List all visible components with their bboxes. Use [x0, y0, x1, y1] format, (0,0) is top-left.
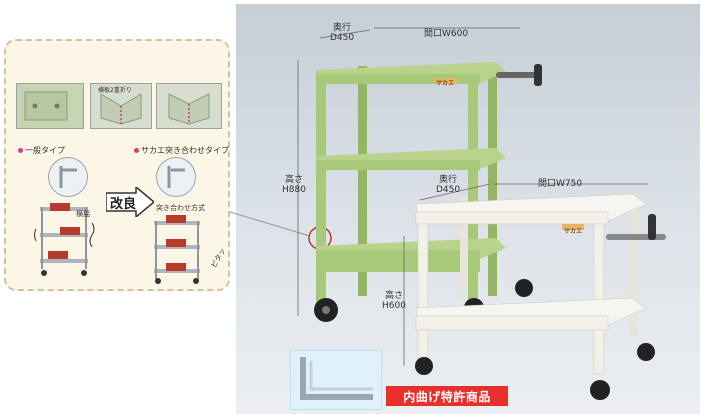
- improvement-label: 改良: [110, 197, 137, 212]
- zoom-joint-icon: [59, 166, 77, 188]
- white-depth-text: 奥行 D450: [436, 175, 461, 195]
- white-width: 間口W750: [538, 179, 583, 189]
- patent-badge: 内曲げ特許商品: [386, 386, 508, 406]
- zoom-joint-icon-b: [167, 166, 185, 188]
- white-height: 高さ H600: [382, 291, 406, 312]
- green-width: 間口W600: [424, 29, 469, 39]
- bullet-dot: [18, 148, 23, 153]
- green-height-text: 高さ H880: [282, 175, 306, 195]
- zoom-general: [48, 157, 88, 197]
- sway-label: 横揺: [76, 210, 90, 218]
- label-sakae-text: サカエ突き合わせタイプ: [141, 146, 229, 155]
- thumb-sakae-corner-b: [156, 83, 222, 129]
- zoom-sakae: [156, 157, 196, 197]
- inner-bend-detail: [290, 350, 382, 410]
- green-height: 高さ H880: [282, 175, 306, 196]
- white-height-text: 高さ H600: [382, 291, 406, 311]
- butt-method-label: 突き合わせ方式: [156, 204, 205, 212]
- inner-bend-icon: [291, 351, 381, 409]
- label-sakae: サカエ突き合わせタイプ: [134, 145, 229, 156]
- green-depth-text: 奥行 D450: [330, 23, 355, 43]
- white-dim-lines: [403, 183, 648, 366]
- butt-joint-icon-b: [157, 84, 221, 128]
- corner-detail-icon: [17, 84, 83, 128]
- thumb-sakae-corner-a: [90, 83, 152, 129]
- improvement-arrow-icon: [106, 187, 154, 217]
- bend-label: 横板2重折り: [98, 87, 132, 94]
- shaky-cart-icon: [34, 203, 95, 276]
- detail-callout: 横板2重折り 一般タイプ サカエ突き合わせタイプ: [4, 39, 230, 291]
- label-general: 一般タイプ: [18, 145, 65, 156]
- white-cart-image: [415, 193, 666, 400]
- white-depth: 奥行 D450: [436, 175, 461, 196]
- green-dim-lines: [297, 27, 520, 316]
- stable-cart-icon: [154, 215, 200, 284]
- butt-joint-icon: [91, 84, 151, 128]
- white-cart-brand: サカエ: [564, 228, 583, 235]
- green-cart-brand: サカエ: [436, 80, 455, 87]
- label-general-text: 一般タイプ: [25, 146, 65, 155]
- bullet-dot: [134, 148, 139, 153]
- green-depth: 奥行 D450: [330, 23, 355, 44]
- thumb-general-corner: [16, 83, 84, 129]
- green-cart-image: [314, 62, 542, 322]
